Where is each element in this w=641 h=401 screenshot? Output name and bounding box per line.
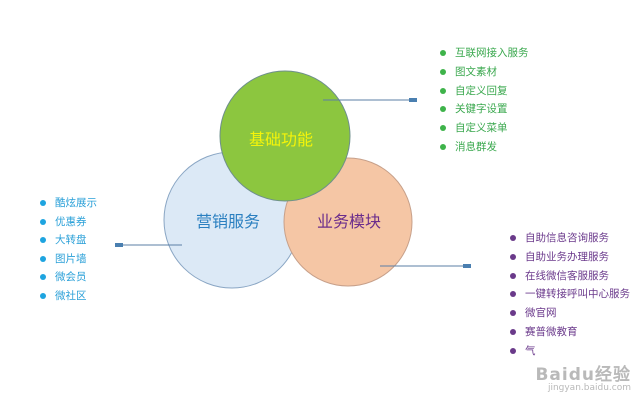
basic-circle bbox=[219, 70, 351, 202]
list-item: 大转盘 bbox=[38, 231, 97, 250]
marketing-feature-list: 酷炫展示 优惠券 大转盘 图片墙 微会员 微社区 bbox=[38, 194, 97, 306]
list-item-label: 自助业务办理服务 bbox=[525, 250, 609, 263]
baidu-jingyan-watermark: Baidu经验 jingyan.baidu.com bbox=[535, 360, 631, 393]
bullet-dot bbox=[510, 328, 516, 335]
list-item: 微会员 bbox=[38, 268, 97, 287]
list-item: 关键字设置 bbox=[438, 100, 529, 119]
bullet-dot bbox=[40, 237, 46, 244]
list-item: 图文素材 bbox=[438, 63, 529, 82]
list-item: 自助业务办理服务 bbox=[508, 248, 630, 267]
list-item: 气 bbox=[508, 342, 630, 361]
bullet-dot bbox=[440, 50, 446, 56]
bullet-dot bbox=[40, 274, 46, 281]
bullet-dot bbox=[40, 200, 46, 206]
list-item: 自定义菜单 bbox=[438, 119, 529, 138]
watermark-main-text: Baidu经验 bbox=[535, 365, 631, 385]
business-connector-end bbox=[463, 264, 471, 268]
basic-connector-end bbox=[409, 98, 417, 102]
bullet-dot bbox=[440, 106, 446, 113]
business-feature-list: 自助信息咨询服务 自助业务办理服务 在线微信客服服务 一键转接呼叫中心服务 微官… bbox=[508, 229, 630, 361]
bullet-dot bbox=[40, 255, 46, 262]
list-item-label: 酷炫展示 bbox=[55, 197, 97, 209]
list-item-label: 自助信息咨询服务 bbox=[525, 232, 609, 244]
bullet-dot bbox=[510, 235, 516, 241]
basic-feature-list: 互联网接入服务 图文素材 自定义回复 关键字设置 自定义菜单 消息群发 bbox=[438, 44, 529, 157]
bullet-dot bbox=[40, 292, 46, 299]
business-circle-label: 业务模块 bbox=[317, 212, 382, 231]
list-item-label: 在线微信客服服务 bbox=[525, 269, 609, 282]
list-item-label: 图片墙 bbox=[55, 252, 87, 265]
bullet-dot bbox=[510, 347, 516, 354]
bullet-dot bbox=[510, 253, 516, 260]
list-item-label: 气 bbox=[525, 344, 536, 357]
bullet-dot bbox=[440, 87, 446, 94]
list-item: 优惠券 bbox=[38, 213, 97, 232]
list-item: 赛普微教育 bbox=[508, 323, 630, 342]
list-item: 微官网 bbox=[508, 304, 630, 323]
bullet-dot bbox=[40, 218, 46, 225]
list-item-label: 微社区 bbox=[55, 289, 87, 302]
list-item-label: 一键转接呼叫中心服务 bbox=[525, 288, 630, 301]
list-item: 自助信息咨询服务 bbox=[508, 229, 630, 248]
marketing-circle-label: 营销服务 bbox=[196, 212, 261, 231]
list-item: 一键转接呼叫中心服务 bbox=[508, 285, 630, 304]
bullet-dot bbox=[510, 272, 516, 279]
watermark-url-text: jingyan.baidu.com bbox=[547, 383, 631, 393]
list-item-label: 自定义菜单 bbox=[455, 122, 508, 135]
basic-circle-label: 基础功能 bbox=[249, 130, 314, 149]
bullet-dot bbox=[440, 68, 446, 75]
marketing-connector-end bbox=[115, 243, 123, 247]
list-item: 酷炫展示 bbox=[38, 194, 97, 213]
list-item-label: 自定义回复 bbox=[455, 84, 508, 97]
list-item-label: 微官网 bbox=[525, 307, 557, 320]
list-item-label: 大转盘 bbox=[55, 234, 87, 247]
list-item: 互联网接入服务 bbox=[438, 44, 529, 63]
bullet-dot bbox=[440, 125, 446, 132]
bullet-dot bbox=[510, 291, 516, 298]
bullet-dot bbox=[510, 310, 516, 317]
list-item-label: 赛普微教育 bbox=[525, 325, 578, 338]
list-item: 图片墙 bbox=[38, 250, 97, 269]
bullet-dot bbox=[440, 143, 446, 150]
list-item: 自定义回复 bbox=[438, 82, 529, 101]
list-item: 微社区 bbox=[38, 287, 97, 306]
list-item: 在线微信客服服务 bbox=[508, 267, 630, 286]
list-item-label: 互联网接入服务 bbox=[455, 47, 529, 59]
list-item: 消息群发 bbox=[438, 138, 529, 157]
list-item-label: 图文素材 bbox=[455, 65, 497, 78]
list-item-label: 消息群发 bbox=[455, 140, 497, 153]
list-item-label: 优惠券 bbox=[55, 215, 87, 228]
list-item-label: 微会员 bbox=[55, 271, 87, 284]
list-item-label: 关键字设置 bbox=[455, 103, 508, 116]
